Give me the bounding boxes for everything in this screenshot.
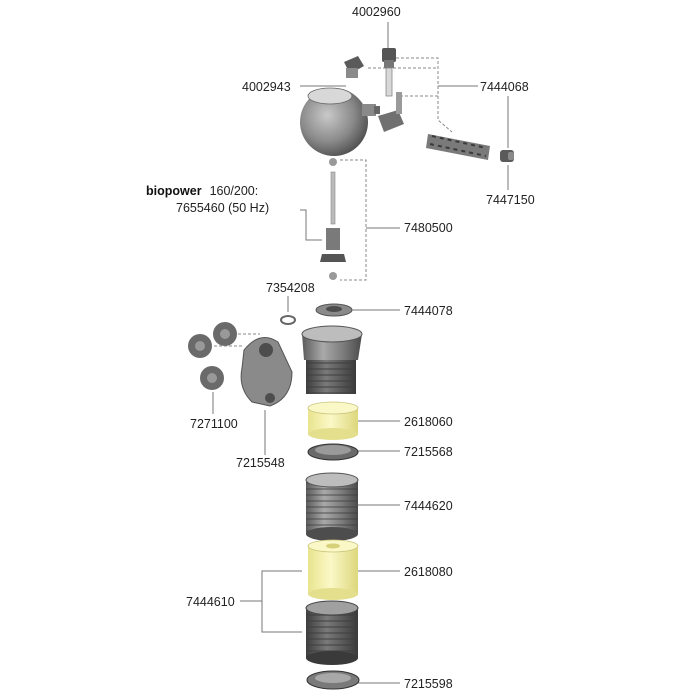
- label-7444610: 7444610: [186, 595, 235, 609]
- part-impeller-7480500: [320, 158, 346, 280]
- part-pump-head: [300, 87, 380, 156]
- label-7444620: 7444620: [404, 499, 453, 513]
- part-sponge-2618080: [307, 539, 359, 600]
- label-biopower-bold: biopower: [146, 184, 202, 198]
- part-cap-7447150: [500, 150, 514, 162]
- part-suction-cups-7271100: [188, 322, 260, 390]
- part-motor-housing: [301, 325, 363, 394]
- part-connector-4002960: [382, 48, 396, 97]
- part-disc-7215568: [307, 443, 359, 461]
- label-7655460: 7655460 (50 Hz): [176, 201, 269, 215]
- part-nozzle-4002943: [344, 56, 364, 78]
- label-biopower: biopower 160/200:: [146, 182, 258, 199]
- label-7271100: 7271100: [190, 417, 238, 431]
- part-basket-7444620: [305, 472, 359, 541]
- part-elbow: [378, 92, 404, 132]
- label-7444078: 7444078: [404, 304, 453, 318]
- label-7215548: 7215548: [236, 456, 285, 470]
- label-7354208: 7354208: [266, 281, 315, 295]
- part-labels: 4002960 4002943 7444068 7447150 biopower…: [146, 5, 535, 691]
- label-2618080: 2618080: [404, 565, 453, 579]
- label-4002943: 4002943: [242, 80, 291, 94]
- label-7215568: 7215568: [404, 445, 453, 459]
- label-7444068: 7444068: [480, 80, 529, 94]
- label-2618060: 2618060: [404, 415, 453, 429]
- label-7215598: 7215598: [404, 677, 453, 691]
- part-cover-7444078: [315, 303, 353, 317]
- leader-lines: [212, 22, 509, 684]
- part-basket-7444610: [305, 600, 359, 665]
- label-7480500: 7480500: [404, 221, 453, 235]
- part-disc-7215598: [306, 670, 360, 690]
- part-diffuser-7444068: [426, 134, 490, 160]
- label-4002960: 4002960: [352, 5, 401, 19]
- label-biopower-models: 160/200:: [210, 184, 259, 198]
- part-oring-7354208: [280, 315, 296, 325]
- part-holder-7215548: [240, 337, 293, 407]
- label-7447150: 7447150: [486, 193, 535, 207]
- part-sponge-2618060: [307, 401, 359, 440]
